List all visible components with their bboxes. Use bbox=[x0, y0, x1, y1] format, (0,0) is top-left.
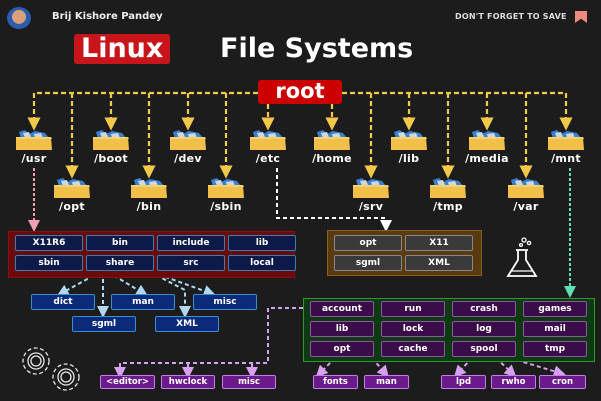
folder-icon bbox=[207, 177, 245, 199]
var-subdirectory: account bbox=[310, 301, 374, 317]
etc-subdirectory: opt bbox=[334, 235, 402, 251]
folder-icon bbox=[313, 129, 351, 151]
usr-subdirectory: share bbox=[86, 255, 154, 271]
root-connectors bbox=[27, 91, 573, 179]
folder-icon bbox=[547, 129, 585, 151]
var-subdirectory: run bbox=[381, 301, 445, 317]
share-subdirectory: XML bbox=[155, 316, 219, 332]
leaf-directory: fonts bbox=[313, 375, 358, 389]
directory-label: /usr bbox=[21, 152, 47, 165]
directory-label: /var bbox=[513, 200, 539, 213]
directory-label: /tmp bbox=[433, 200, 463, 213]
var-subdirectory: cache bbox=[381, 341, 445, 357]
directory-label: /mnt bbox=[551, 152, 581, 165]
directory-label: /dev bbox=[174, 152, 202, 165]
save-reminder: DON'T FORGET TO SAVE bbox=[455, 12, 567, 21]
folder-icon bbox=[507, 177, 545, 199]
folder-icon bbox=[352, 177, 390, 199]
var-subdirectory: log bbox=[452, 321, 516, 337]
leaf-directory: <editor> bbox=[100, 375, 155, 389]
title-rest: File Systems bbox=[220, 33, 414, 64]
usr-subdirectory: sbin bbox=[15, 255, 83, 271]
directory-label: /lib bbox=[398, 152, 420, 165]
leaf-directory: hwclock bbox=[161, 375, 215, 389]
folder-icon bbox=[15, 129, 53, 151]
share-subdirectory: misc bbox=[193, 294, 257, 310]
var-subdirectory: lib bbox=[310, 321, 374, 337]
folder-icon bbox=[429, 177, 467, 199]
var-subdirectory: games bbox=[523, 301, 587, 317]
var-subdirectory: tmp bbox=[523, 341, 587, 357]
usr-subdirectory: lib bbox=[228, 235, 296, 251]
share-subdirectory: dict bbox=[31, 294, 95, 310]
author-name: Brij Kishore Pandey bbox=[52, 11, 163, 22]
directory-label: /opt bbox=[59, 200, 85, 213]
folder-icon bbox=[130, 177, 168, 199]
var-subdirectory: mail bbox=[523, 321, 587, 337]
etc-subdirectory: X11 bbox=[405, 235, 473, 251]
var-subdirectory: lock bbox=[381, 321, 445, 337]
usr-subdirectory: local bbox=[228, 255, 296, 271]
usr-subdirectory: X11R6 bbox=[15, 235, 83, 251]
etc-subdirectory: XML bbox=[405, 255, 473, 271]
title-highlight: Linux bbox=[74, 34, 171, 64]
folder-icon bbox=[53, 177, 91, 199]
bookmark-icon bbox=[575, 11, 587, 23]
usr-subdirectory: bin bbox=[86, 235, 154, 251]
folder-icon bbox=[468, 129, 506, 151]
directory-label: /bin bbox=[136, 200, 162, 213]
directory-label: /etc bbox=[255, 152, 281, 165]
folder-icon bbox=[92, 129, 130, 151]
leaf-directory: rwho bbox=[491, 375, 536, 389]
folder-icon bbox=[249, 129, 287, 151]
share-subdirectory: sgml bbox=[72, 316, 136, 332]
var-subdirectory: spool bbox=[452, 341, 516, 357]
directory-label: /boot bbox=[94, 152, 128, 165]
directory-label: /home bbox=[312, 152, 352, 165]
var-subdirectory: crash bbox=[452, 301, 516, 317]
gears-icon bbox=[22, 347, 80, 391]
directory-label: /sbin bbox=[210, 200, 242, 213]
flask-icon bbox=[506, 237, 538, 277]
leaf-directory: cron bbox=[539, 375, 586, 389]
author-avatar bbox=[7, 7, 31, 29]
folder-icon bbox=[169, 129, 207, 151]
var-subdirectory: opt bbox=[310, 341, 374, 357]
leaf-directory: misc bbox=[222, 375, 276, 389]
usr-subdirectory: src bbox=[157, 255, 225, 271]
directory-label: /srv bbox=[358, 200, 384, 213]
leaf-directory: lpd bbox=[441, 375, 486, 389]
root-node: root bbox=[258, 80, 342, 104]
etc-subdirectory: sgml bbox=[334, 255, 402, 271]
usr-subdirectory: include bbox=[157, 235, 225, 251]
folder-icon bbox=[390, 129, 428, 151]
directory-label: /media bbox=[465, 152, 509, 165]
share-subdirectory: man bbox=[111, 294, 175, 310]
leaf-directory: man bbox=[364, 375, 409, 389]
